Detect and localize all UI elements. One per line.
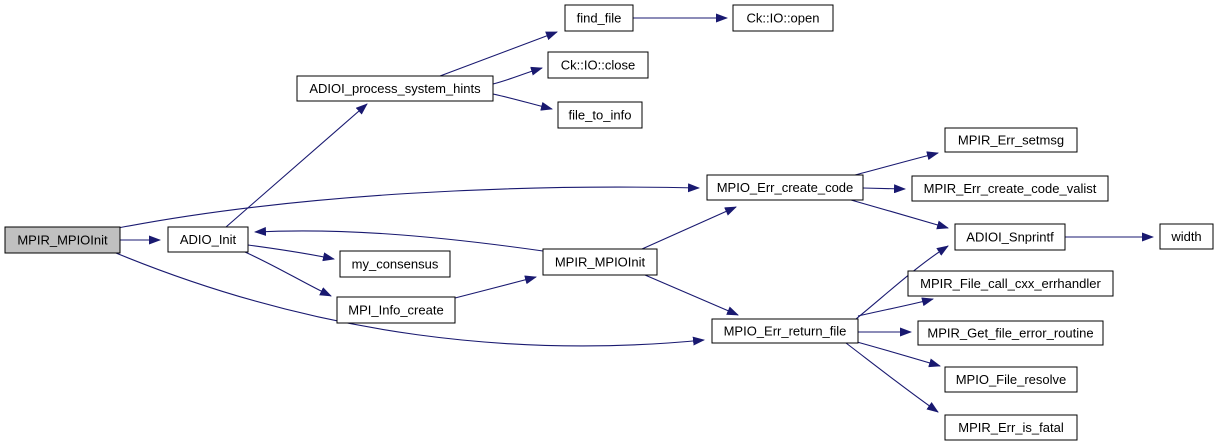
- node-box-mpio-err-return-file: [711, 318, 859, 344]
- node-box-adioi-process-system-hints: [296, 75, 494, 102]
- node-label-mpir-err-is-fatal: MPIR_Err_is_fatal: [958, 420, 1064, 435]
- node-box-mpir-err-is-fatal: [944, 414, 1078, 441]
- node-label-adio-init: ADIO_Init: [180, 232, 237, 247]
- graph-node-mpir-mpioinit-mid[interactable]: MPIR_MPIOInit: [542, 248, 658, 276]
- node-box-adio-init: [167, 226, 249, 253]
- node-box-mpir-file-call-cxx-errhandler: [907, 270, 1114, 297]
- edge-adioi-process-system-hints-to-file-to-info: [492, 93, 553, 111]
- edge-mpio-err-return-file-to-mpio-file-resolve: [856, 341, 941, 368]
- node-box-mpio-err-create-code: [706, 174, 864, 201]
- edge-mpir-mpioinit-mid-to-adio-init: [254, 226, 544, 252]
- edge-mpio-err-create-code-to-mpir-err-setmsg: [854, 151, 939, 176]
- node-box-mpio-file-resolve: [944, 366, 1078, 393]
- node-label-mpir-err-create-code-valist: MPIR_Err_create_code_valist: [924, 181, 1097, 196]
- node-label-adioi-snprintf: ADIOI_Snprintf: [966, 230, 1054, 245]
- edge-adio-init-to-mpi-info-create: [244, 251, 332, 297]
- graph-node-mpir-file-call-cxx-errhandler[interactable]: MPIR_File_call_cxx_errhandler: [907, 270, 1114, 297]
- node-box-mpir-err-setmsg: [944, 127, 1078, 153]
- node-label-mpir-mpioinit-root: MPIR_MPIOInit: [17, 233, 108, 248]
- edge-adioi-process-system-hints-to-ck-io-close: [492, 66, 543, 85]
- node-label-ck-io-open: Ck::IO::open: [747, 11, 820, 26]
- node-label-mpio-err-return-file: MPIO_Err_return_file: [724, 324, 847, 339]
- graph-node-mpir-get-file-error-routine[interactable]: MPIR_Get_file_error_routine: [917, 320, 1104, 346]
- node-label-mpir-mpioinit-mid: MPIR_MPIOInit: [555, 255, 646, 270]
- graph-node-mpir-err-setmsg[interactable]: MPIR_Err_setmsg: [944, 127, 1078, 153]
- edge-mpio-err-return-file-to-adioi-snprintf: [855, 245, 949, 320]
- edge-mpir-mpioinit-root-to-mpio-err-create-code: [117, 183, 700, 229]
- graph-node-adioi-snprintf[interactable]: ADIOI_Snprintf: [954, 223, 1066, 251]
- edge-adio-init-to-my-consensus: [247, 244, 335, 262]
- edge-mpi-info-create-to-mpir-mpioinit-mid: [454, 275, 537, 299]
- node-box-find-file: [564, 4, 634, 32]
- node-label-mpir-err-setmsg: MPIR_Err_setmsg: [958, 133, 1064, 148]
- edge-mpio-err-create-code-to-mpir-err-create-code-valist: [862, 184, 906, 194]
- graph-node-file-to-info[interactable]: file_to_info: [557, 101, 643, 129]
- node-label-mpio-file-resolve: MPIO_File_resolve: [956, 372, 1067, 387]
- graph-node-mpio-err-create-code[interactable]: MPIO_Err_create_code: [706, 174, 864, 201]
- node-box-width: [1159, 223, 1214, 250]
- edge-adioi-process-system-hints-to-find-file: [439, 31, 558, 77]
- graph-node-adioi-process-system-hints[interactable]: ADIOI_process_system_hints: [296, 75, 494, 102]
- edge-mpir-mpioinit-mid-to-mpio-err-create-code: [641, 206, 737, 250]
- graph-node-ck-io-open[interactable]: Ck::IO::open: [732, 4, 834, 32]
- node-label-adioi-process-system-hints: ADIOI_process_system_hints: [309, 81, 481, 96]
- node-box-mpi-info-create: [336, 296, 456, 324]
- edge-mpio-err-create-code-to-adioi-snprintf: [850, 199, 949, 230]
- edge-mpir-mpioinit-root-to-mpio-err-return-file: [115, 252, 705, 347]
- node-box-adioi-snprintf: [954, 223, 1066, 251]
- node-label-mpio-err-create-code: MPIO_Err_create_code: [717, 180, 854, 195]
- graph-node-find-file[interactable]: find_file: [564, 4, 634, 32]
- graph-node-mpir-err-is-fatal[interactable]: MPIR_Err_is_fatal: [944, 414, 1078, 441]
- graph-node-mpio-err-return-file[interactable]: MPIO_Err_return_file: [711, 318, 859, 344]
- node-box-ck-io-open: [732, 4, 834, 32]
- edge-mpio-err-return-file-to-mpir-err-is-fatal: [845, 342, 939, 413]
- node-label-find-file: find_file: [577, 11, 622, 26]
- node-box-mpir-err-create-code-valist: [911, 175, 1109, 202]
- graph-node-mpir-err-create-code-valist[interactable]: MPIR_Err_create_code_valist: [911, 175, 1109, 202]
- node-box-ck-io-close: [547, 51, 649, 79]
- edge-mpir-mpioinit-mid-to-mpio-err-return-file: [644, 274, 739, 316]
- node-label-ck-io-close: Ck::IO::close: [561, 58, 635, 73]
- node-box-mpir-get-file-error-routine: [917, 320, 1104, 346]
- node-label-mpir-file-call-cxx-errhandler: MPIR_File_call_cxx_errhandler: [920, 276, 1101, 291]
- graph-node-mpir-mpioinit-root[interactable]: MPIR_MPIOInit: [4, 226, 121, 254]
- node-box-mpir-mpioinit-mid: [542, 248, 658, 276]
- nodes-layer: MPIR_MPIOInit ADIO_Init ADIOI_process_syst…: [4, 4, 1214, 441]
- node-label-file-to-info: file_to_info: [569, 108, 632, 123]
- graph-node-ck-io-close[interactable]: Ck::IO::close: [547, 51, 649, 79]
- edge-mpio-err-return-file-to-mpir-file-call-cxx-errhandler: [857, 297, 934, 317]
- graph-node-mpio-file-resolve[interactable]: MPIO_File_resolve: [944, 366, 1078, 393]
- graph-node-adio-init[interactable]: ADIO_Init: [167, 226, 249, 253]
- node-label-width: width: [1170, 229, 1201, 244]
- edges-layer: [115, 13, 1154, 413]
- node-label-mpi-info-create: MPI_Info_create: [348, 303, 443, 318]
- graph-node-width[interactable]: width: [1159, 223, 1214, 250]
- node-box-my-consensus: [339, 250, 451, 278]
- graph-node-mpi-info-create[interactable]: MPI_Info_create: [336, 296, 456, 324]
- node-label-my-consensus: my_consensus: [352, 257, 439, 272]
- node-box-mpir-mpioinit-root: [4, 226, 121, 254]
- edge-adio-init-to-adioi-process-system-hints: [225, 103, 368, 228]
- node-label-mpir-get-file-error-routine: MPIR_Get_file_error_routine: [927, 326, 1093, 341]
- graph-node-my-consensus[interactable]: my_consensus: [339, 250, 451, 278]
- node-box-file-to-info: [557, 101, 643, 129]
